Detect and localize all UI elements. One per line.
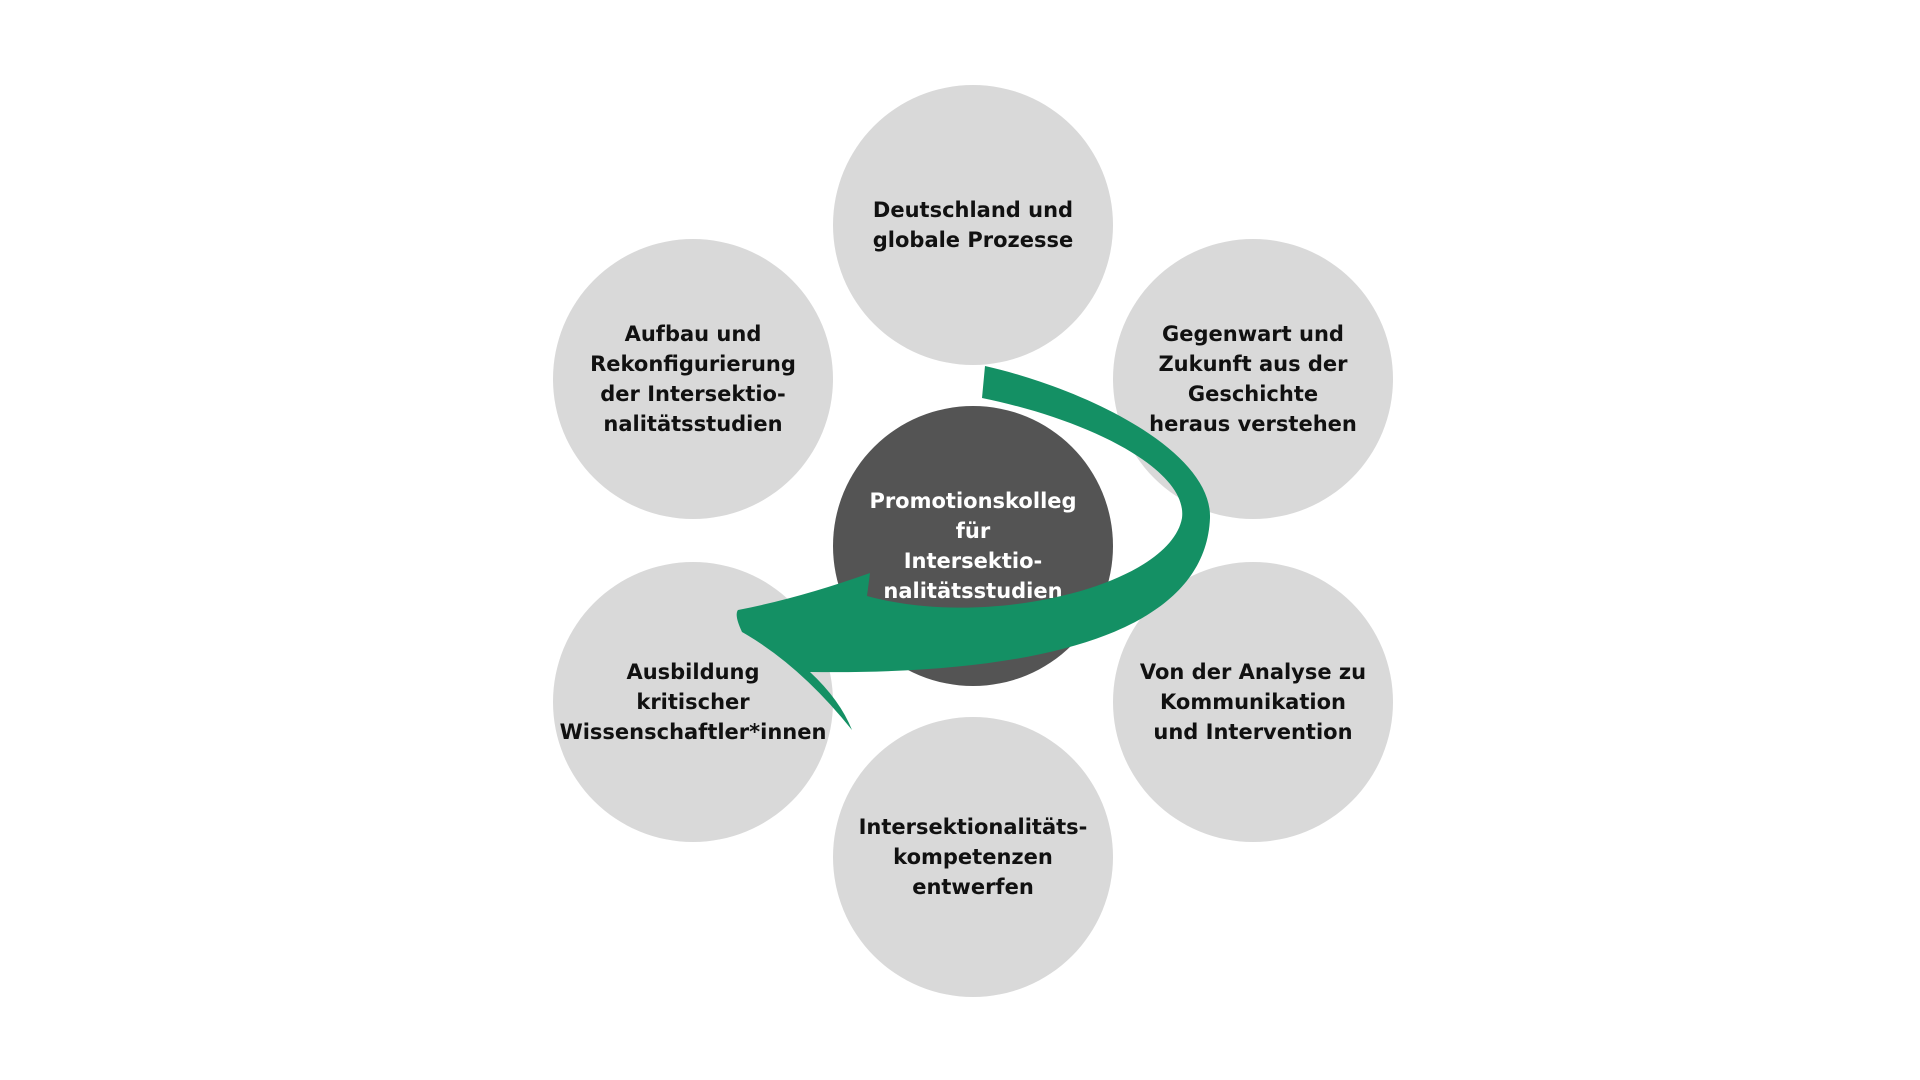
node-aufbau-rekonfigurierung: Aufbau und Rekonfigurierung der Intersek… bbox=[553, 239, 833, 519]
node-analyse-kommunikation: Von der Analyse zu Kommunikation und Int… bbox=[1113, 562, 1393, 842]
node-label: Ausbildung kritischer Wissenschaftler*in… bbox=[559, 660, 827, 744]
node-label: Intersektionalitäts- kompetenzen entwerf… bbox=[858, 815, 1088, 899]
node-deutschland-globale-prozesse: Deutschland und globale Prozesse bbox=[833, 85, 1113, 365]
node-ausbildung-wissenschaftler: Ausbildung kritischer Wissenschaftler*in… bbox=[553, 562, 833, 842]
center-node-promotionskolleg: Promotionskolleg für Intersektio- nalitä… bbox=[833, 406, 1113, 686]
node-label: Gegenwart und Zukunft aus der Geschichte… bbox=[1149, 322, 1357, 436]
node-intersektionalitaetskompetenzen: Intersektionalitäts- kompetenzen entwerf… bbox=[833, 717, 1113, 997]
node-label: Deutschland und globale Prozesse bbox=[872, 198, 1074, 252]
node-label: Von der Analyse zu Kommunikation und Int… bbox=[1139, 660, 1367, 744]
node-gegenwart-zukunft: Gegenwart und Zukunft aus der Geschichte… bbox=[1113, 239, 1393, 519]
node-label: Aufbau und Rekonfigurierung der Intersek… bbox=[590, 322, 796, 436]
center-node-label: Promotionskolleg für Intersektio- nalitä… bbox=[869, 489, 1077, 603]
